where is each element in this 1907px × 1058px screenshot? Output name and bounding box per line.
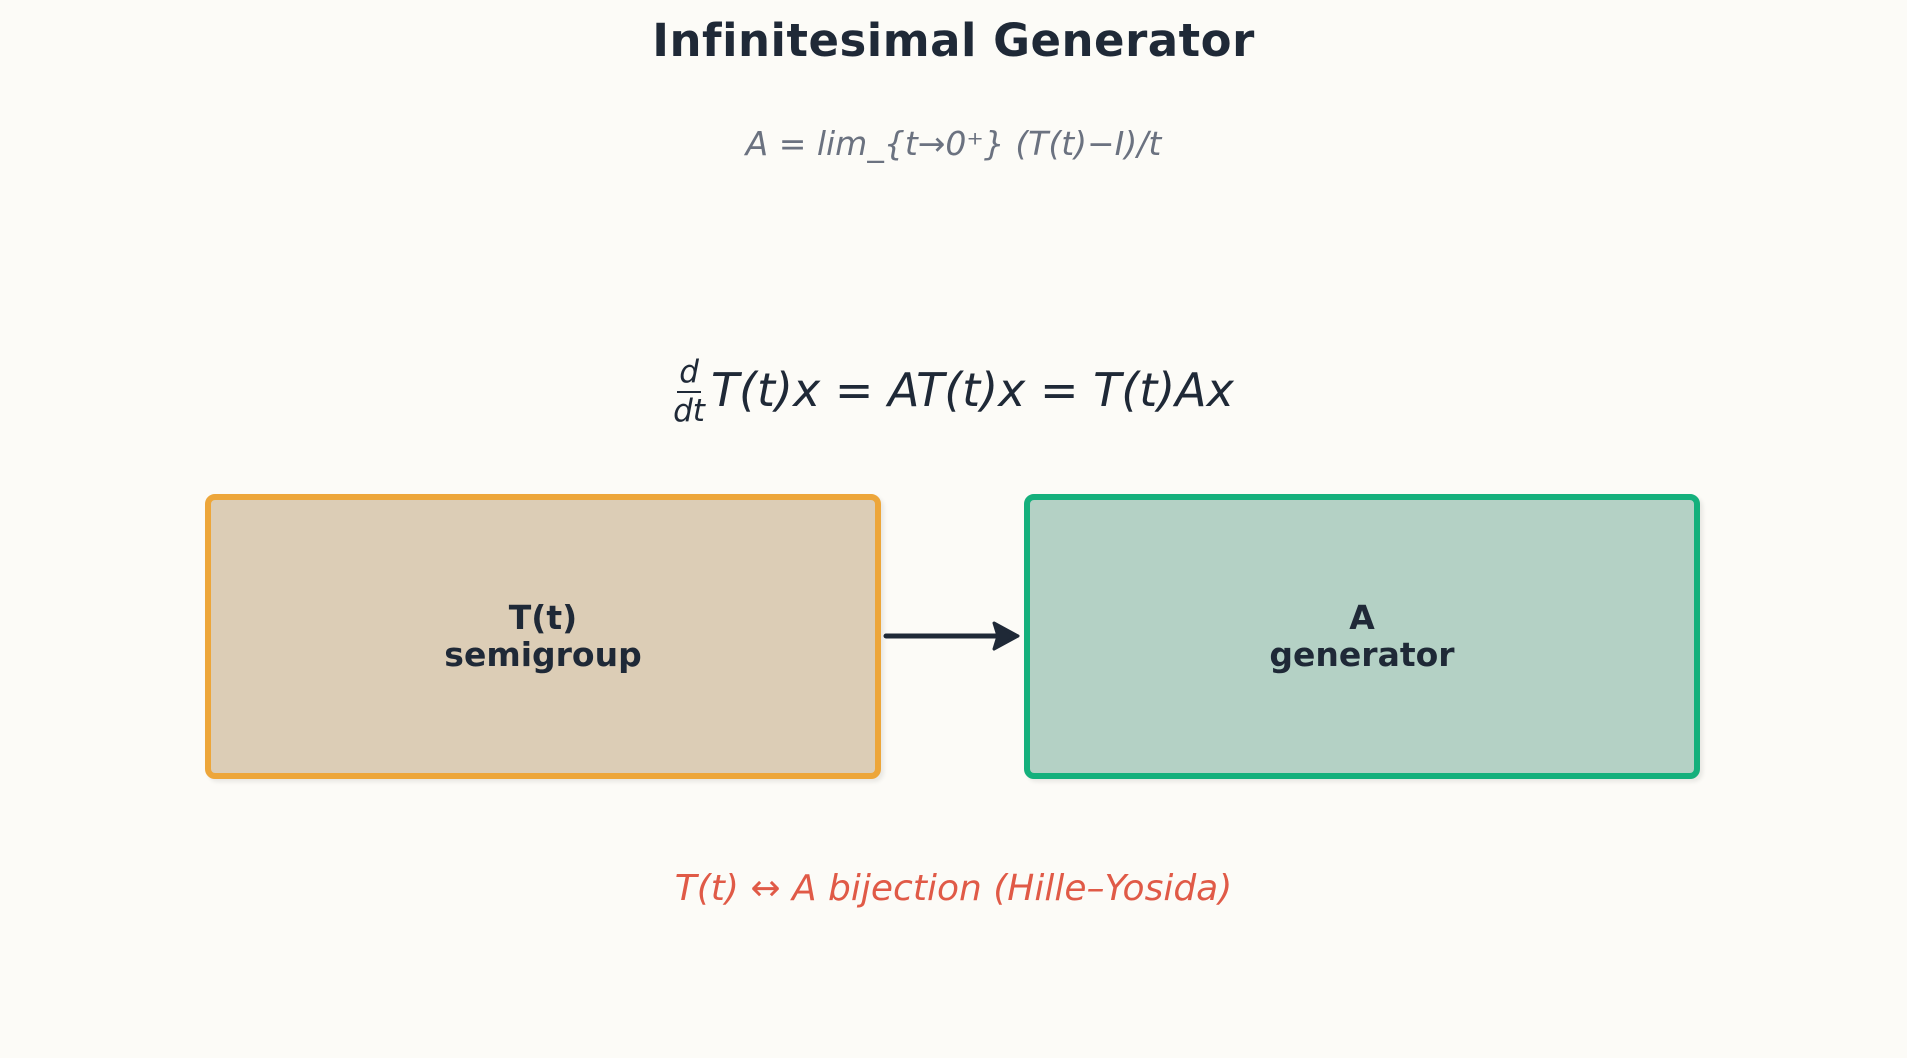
arrow-head xyxy=(992,621,1020,651)
hille-yosida-note: T(t) ↔ A bijection (Hille–Yosida) xyxy=(674,868,1233,909)
generator-symbol: A xyxy=(1349,598,1375,638)
semigroup-symbol: T(t) xyxy=(508,598,578,638)
fraction-denominator: dt xyxy=(673,393,705,429)
generator-definition: A = lim_{t→0⁺} (T(t)−I)/t xyxy=(745,124,1162,163)
semigroup-label: semigroup xyxy=(444,634,642,674)
generator-node: A generator xyxy=(1024,494,1700,779)
fraction-numerator: d xyxy=(677,357,701,393)
diagram-title: Infinitesimal Generator xyxy=(652,14,1255,67)
equation-body: T(t)x = AT(t)x = T(t)Ax xyxy=(710,363,1234,417)
generator-label: generator xyxy=(1269,634,1455,674)
semigroup-node: T(t) semigroup xyxy=(205,494,881,779)
evolution-equation: d dt T(t)x = AT(t)x = T(t)Ax xyxy=(0,355,1907,427)
derivative-fraction: d dt xyxy=(673,357,705,427)
